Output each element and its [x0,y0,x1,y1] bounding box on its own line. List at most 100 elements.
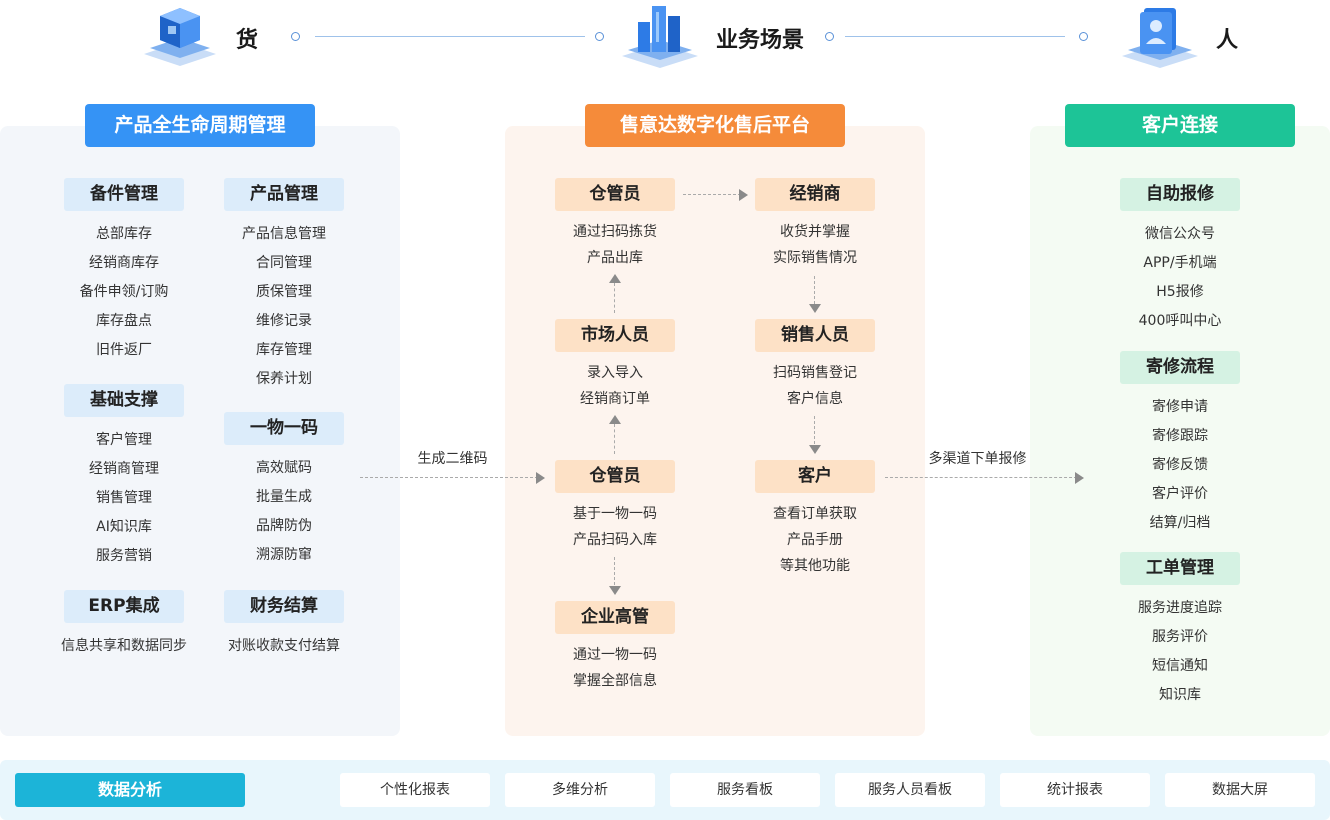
goods-cube-icon [144,8,216,66]
role-market-staff: 市场人员 [555,319,675,352]
list-item: 寄修跟踪 [1152,428,1208,444]
list-item: 旧件返厂 [96,342,152,358]
list-item: 经销商库存 [89,255,159,271]
desc-line: 客户信息 [787,391,843,407]
list-item: 短信通知 [1152,658,1208,674]
role-desc-executive: 通过一物一码 掌握全部信息 [525,642,705,694]
group-items-work-order: 服务进度追踪 服务评价 短信通知 知识库 [1100,594,1260,710]
header-dot [291,32,300,41]
list-item: 品牌防伪 [256,518,312,534]
customer-connect-title: 客户连接 [1065,104,1295,147]
group-items-one-item-one-code: 高效赋码 批量生成 品牌防伪 溯源防窜 [204,454,364,570]
connector-line-qr [360,477,538,478]
list-item: 对账收款支付结算 [228,638,340,654]
flow-arrow-head [739,189,748,201]
list-item: 信息共享和数据同步 [61,638,187,654]
group-title-erp: ERP集成 [64,590,184,623]
role-desc-warehouse-keeper-top: 通过扫码拣货 产品出库 [525,219,705,271]
group-title-work-order: 工单管理 [1120,552,1240,585]
role-desc-market-staff: 录入导入 经销商订单 [525,360,705,412]
flow-arrow-line [610,283,620,315]
connector-line-multichannel [885,477,1077,478]
role-desc-warehouse-keeper-mid: 基于一物一码 产品扫码入库 [525,501,705,553]
list-item: 产品信息管理 [242,226,326,242]
list-item: 保养计划 [256,371,312,387]
platform-title: 售意达数字化售后平台 [585,104,845,147]
header-line [845,36,1065,37]
analysis-item-stat-report: 统计报表 [1000,773,1150,807]
list-item: 维修记录 [256,313,312,329]
buildings-icon [622,6,698,68]
group-items-finance: 对账收款支付结算 [204,632,364,661]
list-item: 服务评价 [1152,629,1208,645]
flow-arrow-line [810,276,820,314]
connector-label-multichannel: 多渠道下单报修 [928,451,1027,467]
header-people-label: 人 [1216,28,1239,53]
flow-arrow-head [609,586,621,595]
group-title-finance: 财务结算 [224,590,344,623]
list-item: 服务营销 [96,548,152,564]
list-item: APP/手机端 [1143,255,1217,271]
flow-arrow-head [609,274,621,283]
desc-line: 等其他功能 [780,558,850,574]
list-item: 溯源防窜 [256,547,312,563]
desc-line: 通过一物一码 [573,647,657,663]
analysis-item-service-board: 服务看板 [670,773,820,807]
data-analysis-title: 数据分析 [15,773,245,807]
flow-arrow-line [610,557,620,595]
group-items-self-repair: 微信公众号 APP/手机端 H5报修 400呼叫中心 [1100,220,1260,336]
header-goods-label: 货 [236,28,259,53]
list-item: AI知识库 [96,519,152,535]
desc-line: 产品手册 [787,532,843,548]
desc-line: 掌握全部信息 [573,673,657,689]
flow-arrow-head [809,445,821,454]
role-dealer: 经销商 [755,178,875,211]
desc-line: 产品扫码入库 [573,532,657,548]
right-panel [1030,126,1330,736]
list-item: 总部库存 [96,226,152,242]
role-desc-customer: 查看订单获取 产品手册 等其他功能 [725,501,905,579]
list-item: 库存盘点 [96,313,152,329]
list-item: 400呼叫中心 [1138,313,1222,329]
list-item: 合同管理 [256,255,312,271]
analysis-item-multidim: 多维分析 [505,773,655,807]
analysis-item-big-screen: 数据大屏 [1165,773,1315,807]
list-item: 质保管理 [256,284,312,300]
role-desc-sales-staff: 扫码销售登记 客户信息 [725,360,905,412]
desc-line: 查看订单获取 [773,506,857,522]
list-item: 库存管理 [256,342,312,358]
middle-panel [505,126,925,736]
header-dot [825,32,834,41]
header-dot [1079,32,1088,41]
role-desc-dealer: 收货并掌握 实际销售情况 [725,219,905,271]
flow-arrow-head [609,415,621,424]
group-items-base-support: 客户管理 经销商管理 销售管理 AI知识库 服务营销 [44,426,204,571]
flow-arrow-line [683,194,741,195]
group-items-spare-parts: 总部库存 经销商库存 备件申领/订购 库存盘点 旧件返厂 [44,220,204,365]
flow-arrow-head [809,304,821,313]
role-sales-staff: 销售人员 [755,319,875,352]
list-item: 寄修反馈 [1152,457,1208,473]
list-item: 结算/归档 [1149,515,1211,531]
group-items-product-management: 产品信息管理 合同管理 质保管理 维修记录 库存管理 保养计划 [204,220,364,394]
connector-arrow-head [536,472,545,484]
person-card-icon [1122,8,1198,68]
list-item: 批量生成 [256,489,312,505]
group-title-mail-repair: 寄修流程 [1120,351,1240,384]
connector-arrow-head [1075,472,1084,484]
flow-arrow-line [610,424,620,456]
list-item: 客户评价 [1152,486,1208,502]
desc-line: 收货并掌握 [780,224,850,240]
connector-label-qr: 生成二维码 [417,451,488,467]
desc-line: 实际销售情况 [773,250,857,266]
group-title-base-support: 基础支撑 [64,384,184,417]
list-item: 经销商管理 [89,461,159,477]
desc-line: 经销商订单 [580,391,650,407]
flow-arrow-line [810,416,820,454]
group-items-mail-repair: 寄修申请 寄修跟踪 寄修反馈 客户评价 结算/归档 [1100,393,1260,538]
role-warehouse-keeper-mid: 仓管员 [555,460,675,493]
analysis-item-staff-board: 服务人员看板 [835,773,985,807]
desc-line: 扫码销售登记 [773,365,857,381]
desc-line: 录入导入 [587,365,643,381]
list-item: 寄修申请 [1152,399,1208,415]
